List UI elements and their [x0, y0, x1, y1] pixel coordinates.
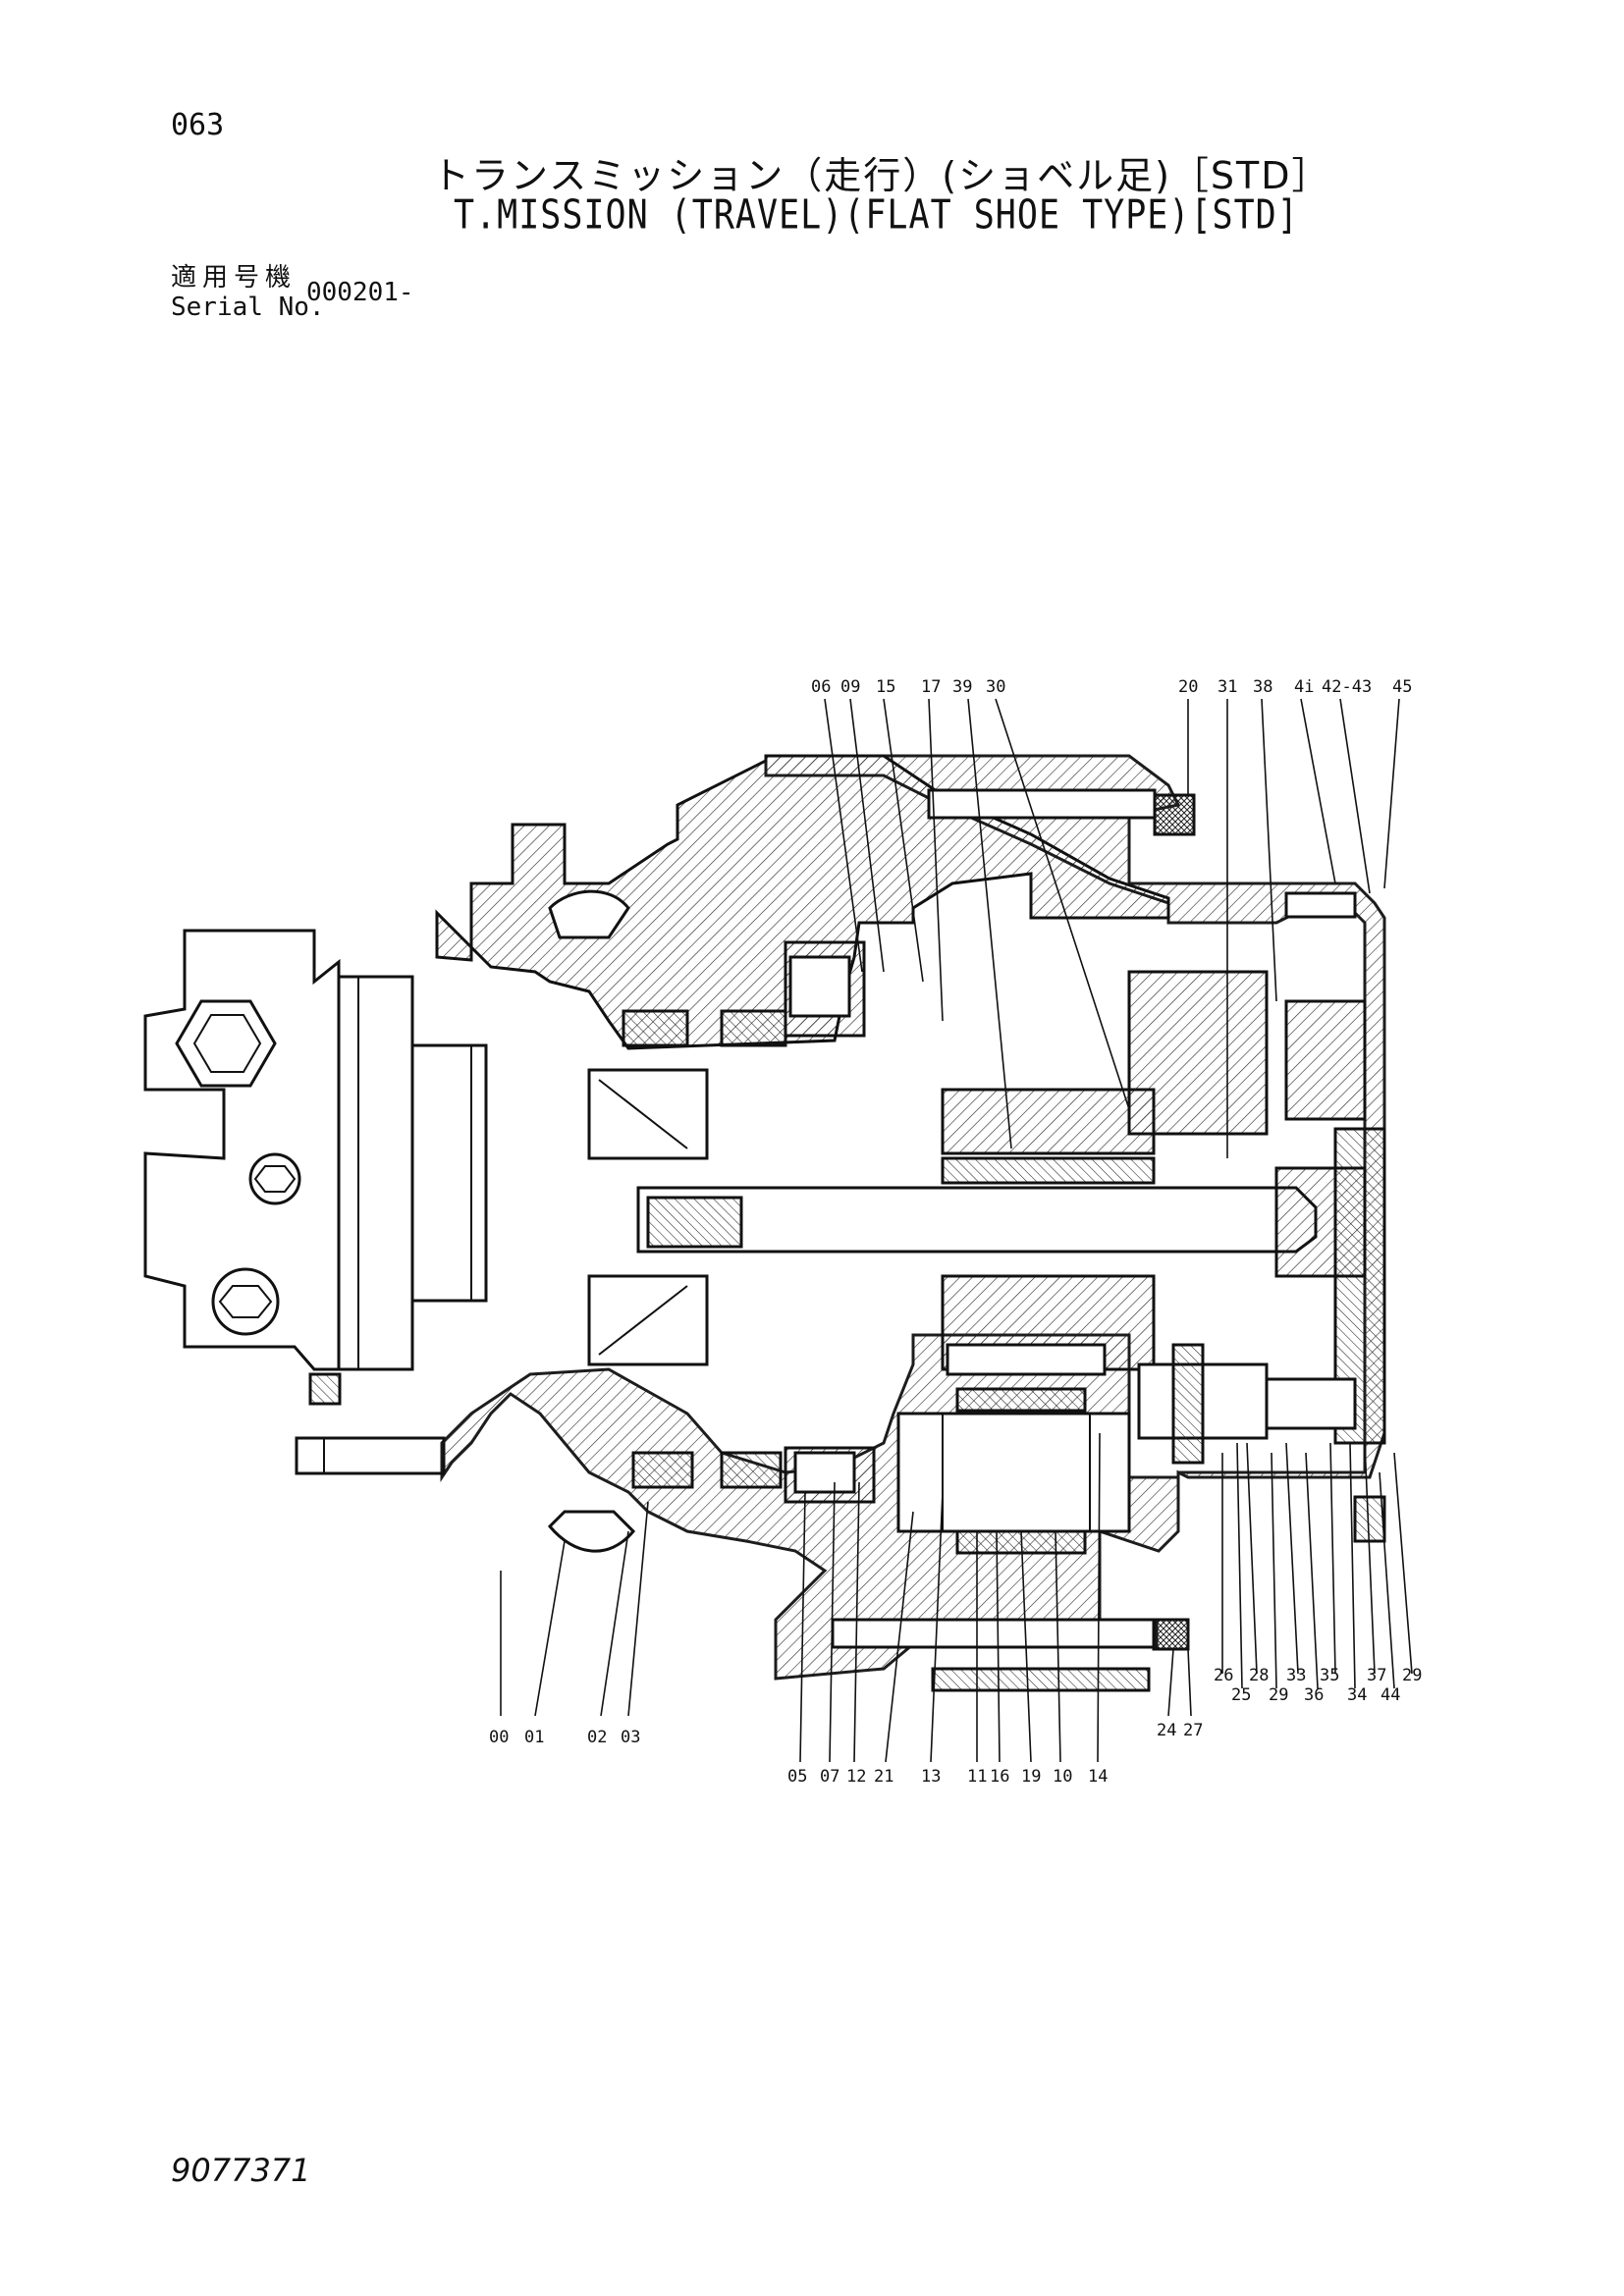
title-japanese: トランスミッション（走行）(ショベル足)［STD］	[432, 154, 1331, 197]
part-label: 11	[967, 1767, 987, 1787]
gear-block-right-upper	[1284, 999, 1367, 1121]
part-label: 28	[1249, 1666, 1269, 1685]
inner-bearing-upper	[587, 1068, 709, 1160]
part-label: 42-43	[1322, 677, 1372, 697]
part-label: 07	[820, 1767, 839, 1787]
part-label: 37	[1367, 1666, 1386, 1685]
stud-bolt-lower	[831, 1618, 1159, 1649]
plug-bolt	[308, 1372, 342, 1406]
serial-label-english: Serial No.	[171, 293, 325, 322]
housing-drum-upper	[440, 754, 1386, 1681]
part-label: 09	[840, 677, 860, 697]
part-label: 05	[787, 1767, 807, 1787]
part-label: 19	[1021, 1767, 1041, 1787]
part-label: 30	[986, 677, 1005, 697]
sun-gear-upper	[941, 1088, 1156, 1155]
shaft-spline-left	[646, 1196, 743, 1249]
nut-inner-upper	[788, 955, 851, 1018]
serial-label-japanese: 適用号機	[171, 263, 298, 293]
part-label: 39	[952, 677, 972, 697]
ring-gear-band-lower	[931, 1667, 1151, 1692]
part-label: 44	[1380, 1685, 1400, 1705]
part-label: 25	[1231, 1685, 1251, 1705]
output-pin-end	[1265, 1377, 1357, 1430]
planet-needle-upper	[955, 1387, 1087, 1413]
ring-gear-upper	[941, 1156, 1156, 1185]
taper-bearing-lower-right	[720, 1451, 783, 1489]
part-label: 00	[489, 1728, 509, 1747]
stud-knurl-upper	[1153, 793, 1196, 836]
part-label: 15	[876, 677, 895, 697]
part-label: 36	[1304, 1685, 1324, 1705]
stud-bolt-upper	[927, 788, 1157, 820]
planet-pin	[896, 1412, 1131, 1533]
outer-seal-lower	[547, 1510, 636, 1553]
part-labels-bottom: 00 01 02 03 05 07 12 21 13 11 16 19 10 1…	[489, 1721, 1203, 1787]
carrier-upper-block	[1127, 970, 1269, 1136]
part-label: 01	[524, 1728, 544, 1747]
nut-inner-lower	[793, 1451, 856, 1494]
part-label: 35	[1320, 1666, 1339, 1685]
bolt-right-lower	[1353, 1495, 1386, 1543]
planet-gear-lower	[946, 1343, 1107, 1376]
part-label: 06	[811, 677, 831, 697]
thrust-washer	[1171, 1343, 1205, 1465]
part-label: 14	[1088, 1767, 1108, 1787]
motor-body	[143, 929, 488, 1475]
part-label: 26	[1214, 1666, 1233, 1685]
part-labels-right: 26 28 33 35 37 29 25 29 36 34 44	[1214, 1666, 1422, 1705]
title-english: T.MISSION (TRAVEL)(FLAT SHOE TYPE)[STD]	[454, 192, 1299, 240]
shaft-end-right	[1274, 1166, 1367, 1278]
taper-bearing-lower-left	[631, 1451, 694, 1489]
bolt-hex-upper	[175, 999, 277, 1088]
part-label: 12	[846, 1767, 866, 1787]
shaft-assembly	[547, 1068, 1386, 1692]
part-label: 10	[1053, 1767, 1072, 1787]
motor-flange-plate	[337, 975, 414, 1371]
part-label: 34	[1347, 1685, 1367, 1705]
stud-bolt-right	[1284, 891, 1357, 919]
taper-bearing-upper-right	[720, 1009, 787, 1047]
part-label: 45	[1392, 677, 1412, 697]
inner-bearing-lower	[587, 1274, 709, 1366]
part-label: 29	[1269, 1685, 1288, 1705]
motor-face	[410, 1043, 488, 1303]
part-label: 38	[1253, 677, 1272, 697]
page-number: 063	[171, 108, 225, 142]
part-label: 13	[921, 1767, 941, 1787]
serial-number-value: 000201-	[306, 278, 414, 307]
part-label: 29	[1402, 1666, 1422, 1685]
part-label: 03	[621, 1728, 640, 1747]
mount-bolt	[295, 1436, 446, 1475]
part-label: 02	[587, 1728, 607, 1747]
leader-lines	[500, 698, 1413, 1763]
part-label: 31	[1218, 677, 1237, 697]
part-label: 27	[1183, 1721, 1203, 1740]
outer-seal-upper	[548, 889, 630, 939]
part-label: 17	[921, 677, 941, 697]
part-label: 24	[1157, 1721, 1176, 1740]
taper-bearing-upper-left	[622, 1009, 689, 1047]
stud-knurl-lower	[1152, 1618, 1190, 1651]
part-labels-top: 06 09 15 17 39 30 20 31 38 4i 42-43 45	[811, 677, 1412, 697]
part-label: 21	[874, 1767, 893, 1787]
part-label: 33	[1286, 1666, 1306, 1685]
part-label: 16	[990, 1767, 1009, 1787]
socket-bolt-mid	[248, 1152, 301, 1205]
socket-bolt-low	[211, 1267, 280, 1336]
part-label: 4i	[1294, 677, 1314, 697]
part-label: 20	[1178, 677, 1198, 697]
document-number: 9077371	[171, 2152, 311, 2189]
bolt-hex-inner	[192, 1014, 262, 1073]
